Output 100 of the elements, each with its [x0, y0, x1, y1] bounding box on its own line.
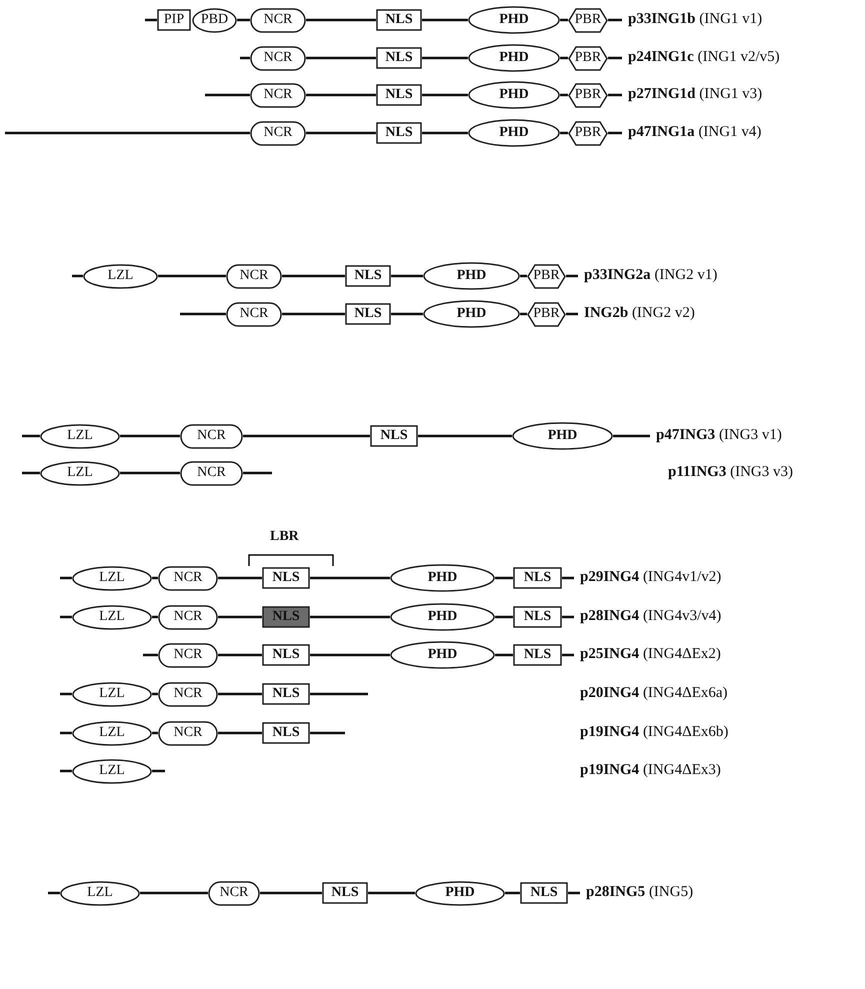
rectangle-domain: NLS	[513, 567, 562, 589]
isoform-label: p27ING1d (ING1 v3)	[628, 87, 762, 102]
protein-backbone	[237, 18, 250, 22]
hexagon-domain: PBR	[568, 46, 608, 70]
protein-backbone	[243, 434, 370, 438]
isoform-label: p47ING1a (ING1 v4)	[628, 125, 762, 140]
protein-backbone	[180, 312, 226, 316]
protein-backbone	[562, 616, 574, 618]
isoform-label: p19ING4 (ING4ΔEx3)	[580, 763, 721, 778]
protein-backbone	[72, 274, 83, 278]
ellipse-domain: PBD	[192, 8, 237, 32]
protein-backbone	[422, 132, 468, 134]
isoform-label: p20ING4 (ING4ΔEx6a)	[580, 686, 728, 701]
isoform-label: p29ING4 (ING4v1/v2)	[580, 570, 722, 585]
rectangle-domain: NLS	[262, 606, 310, 628]
protein-backbone	[505, 892, 520, 894]
protein-backbone	[22, 434, 40, 438]
protein-backbone	[260, 892, 322, 894]
protein-backbone	[60, 576, 72, 580]
protein-backbone	[560, 94, 568, 96]
ellipse-domain: PHD	[415, 880, 505, 906]
protein-backbone	[520, 274, 527, 278]
protein-backbone	[422, 18, 468, 22]
isoform-label: p33ING2a (ING2 v1)	[584, 268, 718, 283]
protein-backbone	[60, 732, 72, 734]
ellipse-domain: LZL	[72, 682, 152, 706]
ellipse-domain: LZL	[83, 264, 158, 288]
ellipse-domain: LZL	[40, 460, 120, 486]
isoform-label: p33ING1b (ING1 v1)	[628, 12, 762, 27]
isoform-label: p28ING5 (ING5)	[586, 885, 694, 900]
ellipse-domain: LZL	[60, 880, 140, 906]
isoform-label: p25ING4 (ING4ΔEx2)	[580, 647, 721, 662]
protein-backbone	[608, 56, 622, 60]
protein-backbone	[310, 732, 345, 734]
rectangle-domain: NLS	[262, 683, 310, 705]
protein-backbone	[152, 616, 158, 618]
protein-backbone	[218, 654, 262, 656]
rectangle-domain: NLS	[322, 882, 368, 904]
rectangle-domain: PIP	[157, 9, 191, 31]
protein-backbone	[48, 892, 60, 894]
protein-backbone	[22, 472, 40, 474]
rectangle-domain: NLS	[376, 9, 422, 31]
protein-backbone	[566, 274, 578, 278]
rectangle-domain: NLS	[262, 722, 310, 744]
ellipse-domain: PHD	[468, 119, 560, 147]
protein-backbone	[562, 654, 574, 656]
protein-backbone	[152, 732, 158, 734]
rectangle-domain: NLS	[376, 122, 422, 144]
protein-backbone	[613, 434, 650, 438]
hexagon-domain: PBR	[527, 264, 566, 288]
protein-backbone	[495, 654, 513, 656]
protein-backbone	[608, 94, 622, 96]
ellipse-domain: PHD	[423, 262, 520, 290]
hexagon-domain: PBR	[527, 302, 566, 326]
protein-backbone	[60, 616, 72, 618]
hexagon-domain: PBR	[568, 82, 608, 108]
isoform-label: p11ING3 (ING3 v3)	[668, 465, 794, 480]
protein-backbone	[218, 692, 262, 696]
protein-backbone	[306, 94, 376, 96]
protein-backbone	[152, 692, 158, 696]
rectangle-domain: NLS	[520, 882, 568, 904]
ellipse-domain: PHD	[468, 44, 560, 72]
protein-backbone	[310, 576, 390, 580]
ellipse-domain: PHD	[390, 641, 495, 669]
protein-backbone	[306, 56, 376, 60]
protein-backbone	[152, 576, 158, 580]
hexagon-domain: PBR	[568, 8, 608, 32]
protein-backbone	[205, 94, 250, 96]
ellipse-domain: PHD	[390, 564, 495, 592]
pill-domain: NCR	[180, 424, 243, 448]
protein-backbone	[391, 274, 423, 278]
protein-backbone	[422, 56, 468, 60]
protein-backbone	[120, 434, 180, 438]
ellipse-domain: LZL	[72, 720, 152, 746]
rectangle-domain: NLS	[513, 644, 562, 666]
protein-backbone	[218, 732, 262, 734]
pill-domain: NCR	[158, 642, 218, 668]
pill-domain: NCR	[180, 460, 243, 486]
rectangle-domain: NLS	[376, 84, 422, 106]
isoform-label: p24ING1c (ING1 v2/v5)	[628, 50, 780, 65]
pill-domain: NCR	[158, 604, 218, 630]
protein-backbone	[60, 692, 72, 696]
protein-backbone	[566, 312, 578, 316]
rectangle-domain: NLS	[262, 644, 310, 666]
protein-backbone	[120, 472, 180, 474]
protein-backbone	[306, 18, 376, 22]
protein-backbone	[368, 892, 415, 894]
protein-backbone	[391, 312, 423, 316]
rectangle-domain: NLS	[262, 567, 310, 589]
rectangle-domain: NLS	[345, 303, 391, 325]
protein-backbone	[495, 616, 513, 618]
protein-backbone	[240, 56, 250, 60]
protein-backbone	[140, 892, 208, 894]
protein-backbone	[145, 18, 157, 22]
protein-backbone	[310, 616, 390, 618]
ellipse-domain: LZL	[72, 604, 152, 630]
protein-backbone	[60, 770, 72, 772]
protein-backbone	[218, 616, 262, 618]
protein-backbone	[495, 576, 513, 580]
rectangle-domain: NLS	[370, 425, 418, 447]
